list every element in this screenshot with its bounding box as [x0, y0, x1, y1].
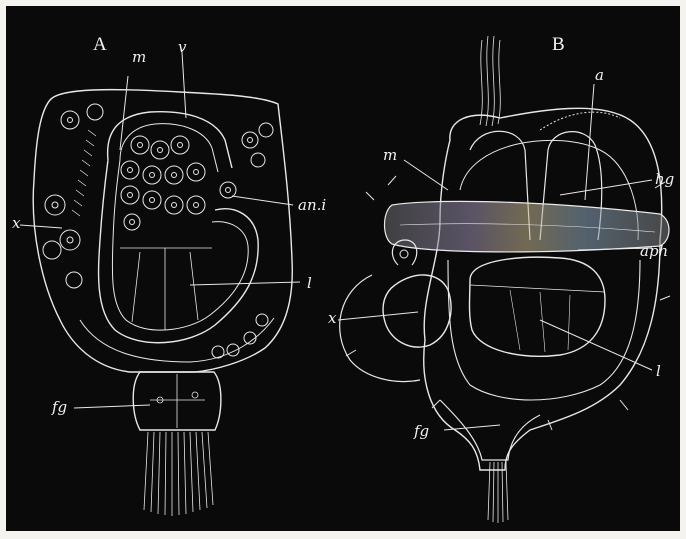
label-b-m: m: [383, 146, 397, 164]
label-a-fg: fg: [51, 398, 67, 416]
label-b-fg: fg: [413, 422, 429, 440]
label-a-x: x: [12, 214, 21, 232]
figure-b-letter: B: [552, 34, 565, 55]
label-a-l: l: [307, 274, 312, 292]
label-a-m: m: [132, 48, 146, 66]
label-a-v: v: [178, 38, 187, 56]
label-a-ani: an.i: [298, 196, 326, 214]
figure-a-letter: A: [93, 34, 107, 55]
label-b-hg: hg: [655, 170, 674, 188]
label-b-x: x: [328, 309, 337, 327]
label-b-aph: aph: [640, 242, 668, 260]
plate-background: [6, 6, 680, 531]
label-b-a: a: [595, 66, 604, 84]
label-b-l: l: [656, 362, 661, 380]
